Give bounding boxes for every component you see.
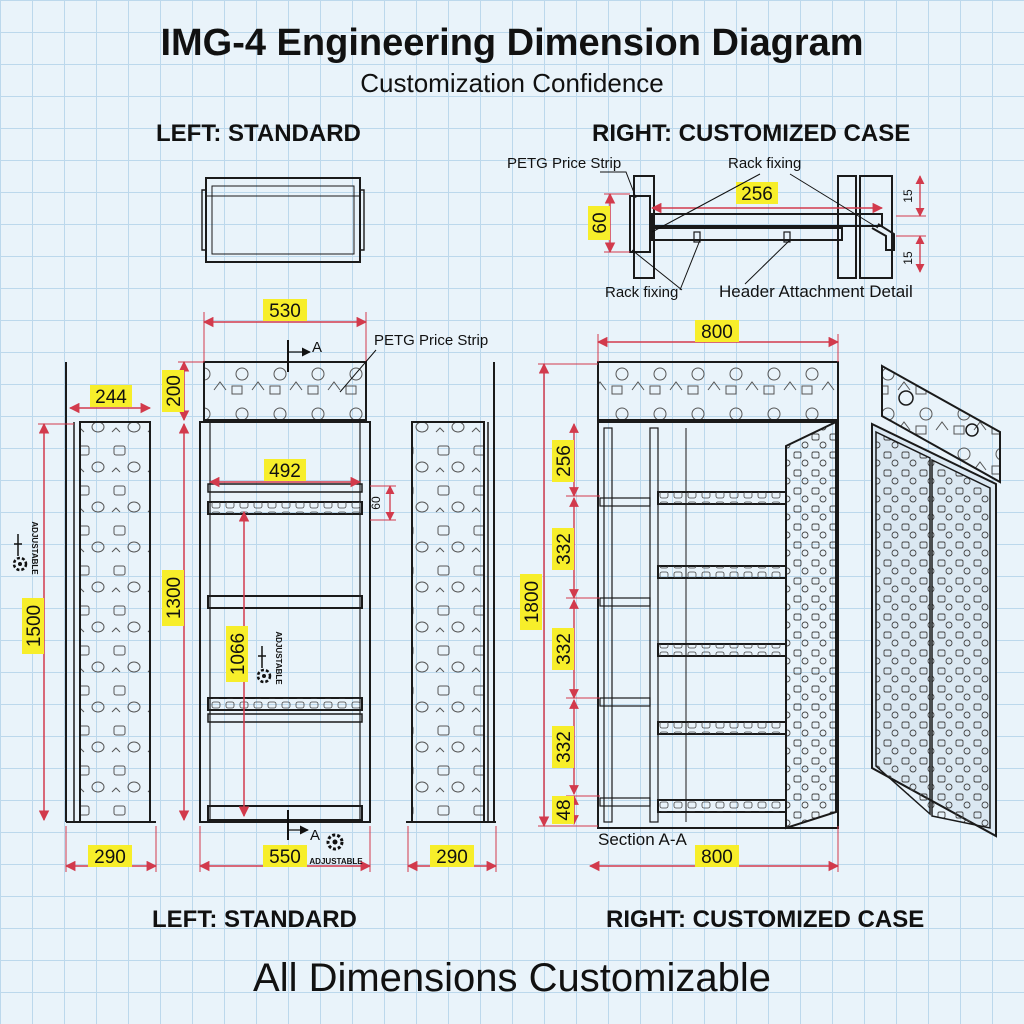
svg-text:256: 256 [741, 184, 773, 205]
dim-detail-width: 256 [650, 182, 884, 214]
section-marker-top: A [287, 339, 322, 372]
dim-custom-overall-width: 800 [596, 320, 840, 362]
dim-standard-side-width: 244 [68, 385, 152, 414]
section-heading-left-top: LEFT: STANDARD [156, 120, 361, 147]
label-section-aa: Section A-A [598, 830, 687, 849]
dim-custom-overall-height: 1800 [520, 362, 598, 828]
label-petg-price-strip-detail: PETG Price Strip [507, 155, 621, 172]
header-attachment-detail: 256 60 15 15 PETG Price Strip Rack fixin… [507, 155, 926, 301]
adjustable-gear-icon: ADJUSTABLE [12, 521, 39, 575]
svg-text:1800: 1800 [522, 581, 543, 623]
adjustable-gear-icon: ADJUSTABLE [309, 833, 363, 866]
dim-custom-base-width: 800 [588, 826, 840, 872]
svg-text:60: 60 [590, 212, 611, 233]
section-marker-bottom: A [287, 810, 320, 844]
standard-front-view [199, 361, 371, 823]
standard-top-plan-view [201, 177, 365, 263]
dim-standard-left-depth: 290 [64, 826, 158, 872]
svg-text:1066: 1066 [228, 633, 249, 675]
svg-text:1500: 1500 [24, 605, 45, 647]
svg-text:290: 290 [94, 847, 126, 868]
svg-text:800: 800 [701, 322, 733, 343]
dim-standard-header-height: 200 [162, 360, 204, 422]
dim-custom-shelf-1: 256 [554, 445, 575, 477]
adjustable-label-mid: ADJUSTABLE [274, 631, 283, 685]
adjustable-label-left: ADJUSTABLE [30, 521, 39, 575]
svg-text:550: 550 [269, 847, 301, 868]
footer-caption: All Dimensions Customizable [253, 956, 771, 1000]
svg-text:200: 200 [164, 375, 185, 407]
svg-text:60: 60 [369, 496, 383, 510]
dim-standard-overall-width: 530 [202, 299, 368, 362]
dim-standard-base-width: 550 [198, 826, 372, 872]
svg-text:1300: 1300 [164, 577, 185, 619]
section-heading-right-bottom: RIGHT: CUSTOMIZED CASE [606, 906, 925, 933]
dim-custom-shelf-chain: 256 332 332 332 48 [552, 423, 600, 825]
label-rack-fixing-bottom: Rack fixing [605, 284, 678, 301]
svg-text:15: 15 [901, 189, 915, 203]
svg-text:492: 492 [269, 461, 301, 482]
custom-front-view [597, 361, 839, 830]
dim-custom-shelf-4: 332 [554, 731, 575, 763]
label-petg-price-strip-front: PETG Price Strip [374, 332, 488, 349]
dim-detail-offsets: 15 15 [896, 175, 926, 273]
standard-side-panel-left [65, 362, 156, 823]
custom-isometric-view [871, 364, 1001, 838]
diagram-title: IMG-4 Engineering Dimension Diagram [160, 22, 864, 64]
dim-standard-shelf-span: 1066 [226, 510, 250, 818]
adjustable-label-bottom: ADJUSTABLE [309, 857, 363, 866]
dim-custom-kick: 48 [554, 799, 575, 820]
dim-standard-overall-height: 1500 [22, 422, 74, 822]
svg-text:530: 530 [269, 301, 301, 322]
section-heading-right-top: RIGHT: CUSTOMIZED CASE [592, 120, 911, 147]
dim-standard-body-height: 1300 [162, 422, 190, 822]
dim-custom-shelf-2: 332 [554, 533, 575, 565]
dim-custom-shelf-3: 332 [554, 633, 575, 665]
dim-standard-inner-width: 492 [208, 459, 362, 488]
svg-text:A: A [312, 339, 322, 356]
dim-detail-height: 60 [588, 192, 630, 254]
label-rack-fixing-top: Rack fixing [728, 155, 801, 172]
svg-text:290: 290 [436, 847, 468, 868]
svg-text:A: A [310, 827, 320, 844]
adjustable-gear-icon: ADJUSTABLE [256, 631, 283, 685]
standard-side-panel-right [406, 362, 496, 823]
section-heading-left-bottom: LEFT: STANDARD [152, 906, 357, 933]
dim-standard-right-depth: 290 [406, 826, 498, 872]
svg-text:800: 800 [701, 847, 733, 868]
svg-text:244: 244 [95, 387, 127, 408]
svg-text:15: 15 [901, 251, 915, 265]
label-header-attachment-detail: Header Attachment Detail [719, 282, 913, 301]
dim-standard-strip-height: 60 [369, 485, 396, 521]
diagram-subtitle: Customization Confidence [360, 68, 664, 98]
